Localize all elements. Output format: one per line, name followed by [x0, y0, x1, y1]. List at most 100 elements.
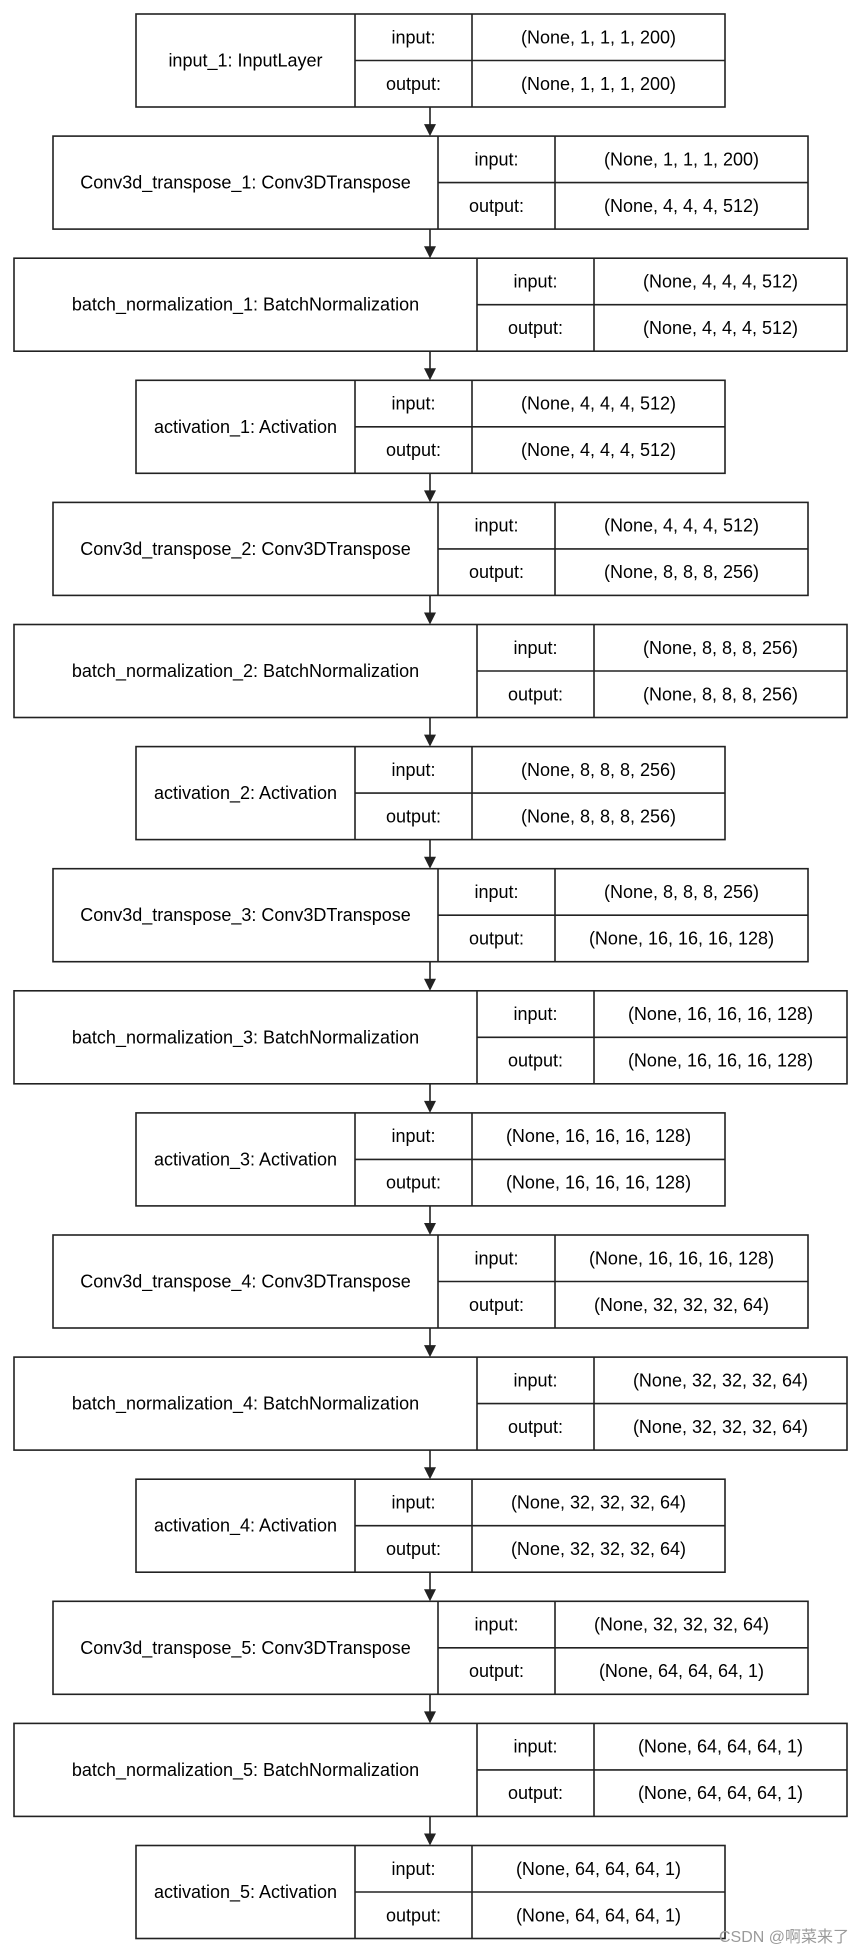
output-shape: (None, 4, 4, 4, 512) — [604, 196, 759, 216]
output-shape: (None, 64, 64, 64, 1) — [638, 1783, 803, 1803]
output-label: output: — [469, 196, 524, 216]
input-label: input: — [391, 1126, 435, 1146]
layer-node: Conv3d_transpose_4: Conv3DTransposeinput… — [52, 1234, 809, 1329]
output-label: output: — [386, 806, 441, 826]
input-label: input: — [513, 1004, 557, 1024]
input-shape: (None, 8, 8, 8, 256) — [604, 882, 759, 902]
layer-node: batch_normalization_3: BatchNormalizatio… — [13, 989, 848, 1085]
connector-arrow — [424, 1694, 436, 1724]
output-label: output: — [508, 318, 563, 338]
layer-node: activation_2: Activation input: output: (No… — [135, 745, 726, 841]
output-shape: (None, 32, 32, 32, 64) — [633, 1417, 808, 1437]
arrowhead — [424, 1589, 436, 1602]
layer-node: batch_normalization_4: BatchNormalizatio… — [13, 1356, 848, 1451]
input-shape: (None, 64, 64, 64, 1) — [638, 1737, 803, 1757]
arrowhead — [424, 856, 436, 869]
output-label: output: — [386, 440, 441, 460]
input-shape: (None, 32, 32, 32, 64) — [633, 1370, 808, 1390]
output-shape: (None, 8, 8, 8, 256) — [643, 684, 798, 704]
input-shape: (None, 16, 16, 16, 128) — [589, 1248, 774, 1268]
layer-name: activation_5: Activation — [154, 1882, 337, 1903]
layer-name: activation_3: Activation — [154, 1149, 337, 1170]
output-shape: (None, 4, 4, 4, 512) — [521, 440, 676, 460]
layer-name: Conv3d_transpose_3: Conv3DTranspose — [80, 905, 411, 926]
layer-name: activation_4: Activation — [154, 1516, 337, 1537]
arrowhead — [424, 612, 436, 625]
connector-arrow — [424, 961, 436, 991]
layer-name: batch_normalization_4: BatchNormalizatio… — [72, 1394, 419, 1415]
layer-node: activation_3: Activationinput:output:(No… — [135, 1112, 726, 1207]
output-label: output: — [508, 1417, 563, 1437]
connector-arrow — [424, 1083, 436, 1113]
layer-node: activation_4: Activationinput:output:(No… — [135, 1478, 726, 1573]
output-label: output: — [508, 1051, 563, 1071]
output-shape: (None, 1, 1, 1, 200) — [521, 74, 676, 94]
layer-name: Conv3d_transpose_5: Conv3DTranspose — [80, 1638, 411, 1659]
input-label: input: — [391, 394, 435, 414]
input-label: input: — [391, 27, 435, 47]
connector-arrow — [424, 595, 436, 625]
output-shape: (None, 4, 4, 4, 512) — [643, 318, 798, 338]
arrowhead — [424, 1711, 436, 1724]
connector-arrow — [424, 1450, 436, 1480]
arrowhead — [424, 246, 436, 259]
input-label: input: — [513, 1370, 557, 1390]
arrowhead — [424, 1833, 436, 1846]
layer-box — [13, 257, 848, 353]
layer-node: batch_normalization_5: BatchNormalizatio… — [13, 1722, 848, 1818]
output-shape: (None, 16, 16, 16, 128) — [628, 1051, 813, 1071]
output-label: output: — [469, 562, 524, 582]
layer-box — [135, 1844, 726, 1940]
input-shape: (None, 4, 4, 4, 512) — [643, 271, 798, 291]
input-label: input: — [474, 1248, 518, 1268]
output-shape: (None, 8, 8, 8, 256) — [604, 562, 759, 582]
connector-arrow — [424, 1205, 436, 1235]
input-shape: (None, 32, 32, 32, 64) — [594, 1615, 769, 1635]
layer-node: activation_5: Activationinput:output:(No… — [135, 1844, 726, 1940]
output-label: output: — [386, 74, 441, 94]
input-shape: (None, 16, 16, 16, 128) — [506, 1126, 691, 1146]
input-label: input: — [474, 149, 518, 169]
input-shape: (None, 16, 16, 16, 128) — [628, 1004, 813, 1024]
output-shape: (None, 32, 32, 32, 64) — [511, 1539, 686, 1559]
layer-nodes: input_1: InputLayer input: output: (None, 1… — [13, 13, 848, 1940]
connector-arrow — [424, 1572, 436, 1602]
input-label: input: — [391, 760, 435, 780]
connector-arrow — [424, 717, 436, 747]
input-label: input: — [391, 1492, 435, 1512]
output-shape: (None, 64, 64, 64, 1) — [599, 1661, 764, 1681]
output-shape: (None, 16, 16, 16, 128) — [589, 928, 774, 948]
connector-arrow — [424, 1816, 436, 1846]
watermark: CSDN @啊菜来了 — [719, 1928, 849, 1946]
input-label: input: — [513, 1737, 557, 1757]
layer-node: batch_normalization_1: BatchNormalizatio… — [13, 257, 848, 353]
input-shape: (None, 64, 64, 64, 1) — [516, 1859, 681, 1879]
input-shape: (None, 1, 1, 1, 200) — [521, 27, 676, 47]
layer-name: activation_1: Activation — [154, 417, 337, 438]
arrowhead — [424, 734, 436, 747]
layer-name: Conv3d_transpose_2: Conv3DTranspose — [80, 539, 411, 560]
input-shape: (None, 1, 1, 1, 200) — [604, 149, 759, 169]
arrowhead — [424, 978, 436, 991]
connectors — [424, 107, 436, 1846]
input-label: input: — [474, 882, 518, 902]
layer-name: batch_normalization_1: BatchNormalizatio… — [72, 295, 419, 316]
output-label: output: — [469, 1295, 524, 1315]
layer-name: input_1: InputLayer — [168, 51, 322, 72]
layer-name: activation_2: Activation — [154, 783, 337, 804]
output-label: output: — [508, 1783, 563, 1803]
connector-arrow — [424, 107, 436, 137]
connector-arrow — [424, 473, 436, 503]
input-label: input: — [474, 516, 518, 536]
arrowhead — [424, 1345, 436, 1358]
output-shape: (None, 32, 32, 32, 64) — [594, 1295, 769, 1315]
layer-node: input_1: InputLayer input: output: (None, 1… — [135, 13, 726, 108]
output-label: output: — [469, 1661, 524, 1681]
input-label: input: — [474, 1615, 518, 1635]
arrowhead — [424, 1100, 436, 1113]
output-label: output: — [386, 1905, 441, 1925]
output-label: output: — [469, 928, 524, 948]
input-shape: (None, 8, 8, 8, 256) — [521, 760, 676, 780]
connector-arrow — [424, 229, 436, 259]
